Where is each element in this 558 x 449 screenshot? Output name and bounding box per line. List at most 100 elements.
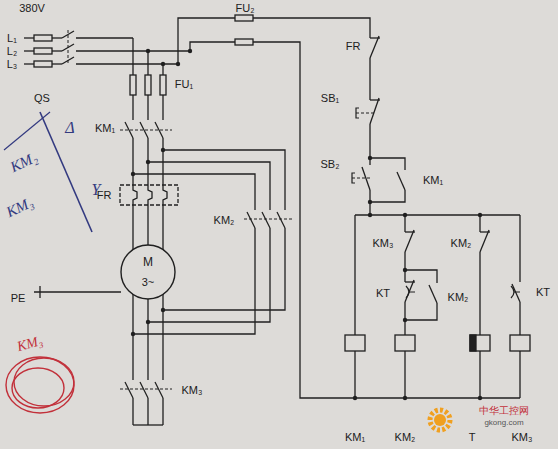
- thermal-element: [133, 185, 137, 205]
- fuse-symbol: [145, 75, 151, 95]
- button-label: SB₂: [320, 158, 341, 170]
- wire: [163, 150, 285, 210]
- handwritten-circle: [6, 357, 74, 413]
- junction-dot: [368, 156, 372, 160]
- wire: [132, 38, 133, 75]
- fuse-symbol: [34, 48, 52, 54]
- wire: [253, 18, 370, 38]
- wire: [132, 138, 133, 185]
- wire: [132, 95, 133, 120]
- push-button: [352, 178, 370, 179]
- handwritten-note: KM₃: [3, 193, 37, 221]
- contact-label: KT: [375, 287, 391, 299]
- junction-dot: [368, 213, 372, 217]
- control-bus: [355, 214, 520, 215]
- wire: [133, 174, 255, 210]
- motor-label: M: [142, 256, 154, 269]
- no-contact: [397, 172, 405, 190]
- wire: [162, 95, 163, 120]
- time-delay-mark: [511, 286, 514, 298]
- coil-symbol: [345, 335, 365, 351]
- watermark: 中华工控网: [478, 405, 530, 416]
- wire: [147, 398, 148, 425]
- coil-symbol: [470, 335, 476, 351]
- wire: [147, 95, 148, 120]
- wire: [52, 63, 62, 64]
- ground-label: PE: [10, 292, 27, 304]
- junction-dot: [368, 200, 372, 204]
- wire: [404, 351, 405, 398]
- wire: [24, 37, 34, 38]
- wire: [479, 215, 480, 232]
- fuse-label: FU₂: [235, 2, 256, 14]
- wire: [132, 205, 133, 252]
- watermark-gear: [430, 410, 450, 430]
- pe-wire: [34, 291, 121, 292]
- fuse-label: FU₁: [174, 78, 194, 90]
- contact-link: [244, 219, 292, 220]
- handwritten-circle: [12, 368, 64, 408]
- handwritten-stroke: [4, 112, 50, 150]
- coil-label: T: [468, 431, 477, 443]
- wire: [162, 64, 163, 75]
- wire: [479, 351, 480, 398]
- wire: [76, 37, 133, 38]
- phase-label: L₂: [6, 45, 18, 57]
- contact-label: KM₂: [450, 237, 473, 249]
- wire: [147, 51, 148, 75]
- wire: [519, 215, 520, 282]
- wire: [24, 50, 34, 51]
- coil-symbol: [470, 335, 490, 351]
- wire: [162, 398, 163, 425]
- junction-dot: [176, 62, 180, 66]
- wire: [162, 205, 163, 252]
- push-button: [352, 173, 355, 183]
- contact-label: KM₁: [422, 174, 444, 186]
- contact-link: [120, 389, 172, 390]
- wire: [147, 290, 148, 380]
- fuse-symbol: [235, 15, 253, 21]
- wire: [162, 290, 163, 380]
- time-delay-mark: [409, 292, 415, 293]
- wire: [404, 215, 405, 232]
- nc-contact: [370, 98, 379, 124]
- coil-label: KM₃: [511, 431, 534, 443]
- fuse-symbol: [34, 61, 52, 67]
- wire: [405, 270, 437, 283]
- nc-contact: [480, 230, 489, 252]
- coil-symbol: [510, 335, 530, 351]
- phase-label: L₃: [6, 58, 19, 70]
- no-contact: [277, 212, 285, 228]
- junction-dot: [403, 318, 407, 322]
- handwritten-stroke: [40, 112, 92, 232]
- wire: [190, 42, 235, 51]
- ground-symbol: [39, 286, 40, 298]
- contactor-label: KM₁: [94, 122, 116, 134]
- wire: [52, 37, 62, 38]
- no-contact: [512, 284, 520, 302]
- handwritten-note: Y: [91, 181, 102, 199]
- contact-label: KM₃: [372, 237, 395, 249]
- wire: [354, 351, 355, 398]
- fuse-symbol: [34, 35, 52, 41]
- handwritten-note: KM₂: [7, 148, 41, 176]
- fuse-symbol: [235, 39, 253, 45]
- wire: [369, 58, 370, 100]
- no-contact: [247, 212, 255, 228]
- junction-dot: [161, 308, 165, 312]
- wire: [133, 228, 255, 334]
- wire: [354, 215, 355, 335]
- no-contact: [155, 382, 163, 398]
- wire: [24, 63, 34, 64]
- contactor-label: KM₂: [213, 214, 236, 226]
- fuse-symbol: [130, 75, 136, 95]
- junction-dot: [146, 320, 150, 324]
- wire: [405, 303, 437, 320]
- wire: [163, 228, 285, 310]
- push-button: [356, 113, 374, 114]
- no-contact: [140, 382, 148, 398]
- coil-label: KM₂: [394, 431, 417, 443]
- star-bridge: [133, 424, 163, 425]
